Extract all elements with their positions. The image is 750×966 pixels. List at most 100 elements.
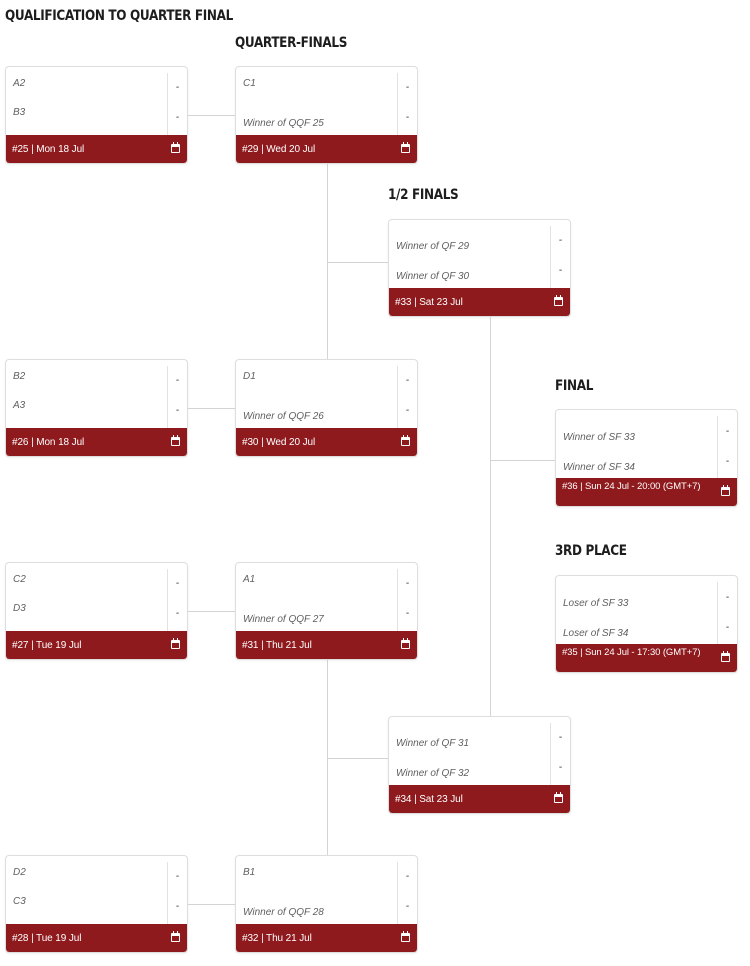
match-card-29[interactable]: C1 Winner of QQF 25 - - #29 | Wed 20 Jul — [235, 66, 418, 164]
score-divider — [397, 569, 398, 633]
team-1-score: - — [558, 235, 563, 246]
team-2-name: C3 — [13, 896, 26, 907]
match-card-28[interactable]: D2 C3 - - #28 | Tue 19 Jul — [5, 855, 188, 953]
team-1-name: D1 — [243, 371, 256, 382]
match-info: #30 | Wed 20 Jul — [242, 437, 316, 448]
team-2-name: Winner of QQF 26 — [243, 411, 324, 422]
match-card-27[interactable]: C2 D3 - - #27 | Tue 19 Jul — [5, 562, 188, 660]
calendar-icon[interactable] — [401, 435, 410, 446]
score-divider — [167, 366, 168, 430]
calendar-icon[interactable] — [401, 931, 410, 942]
third-place-heading: 3RD PLACE — [555, 543, 627, 559]
semi-finals-heading: 1/2 FINALS — [388, 187, 459, 203]
score-divider — [397, 862, 398, 926]
team-2-name: Winner of QQF 28 — [243, 907, 324, 918]
team-2-score: - — [405, 901, 410, 912]
team-2-score: - — [175, 608, 180, 619]
score-divider — [550, 723, 551, 787]
match-info: #34 | Sat 23 Jul — [395, 794, 463, 805]
match-footer: #32 | Thu 21 Jul — [236, 924, 417, 952]
team-1-name: A1 — [243, 574, 256, 585]
team-1-score: - — [405, 578, 410, 589]
team-2-score: - — [175, 405, 180, 416]
calendar-icon[interactable] — [401, 142, 410, 153]
connector-line — [188, 408, 235, 409]
calendar-icon[interactable] — [171, 142, 180, 153]
team-2-name: Loser of SF 34 — [563, 628, 629, 639]
quarter-finals-heading: QUARTER-FINALS — [235, 35, 348, 51]
score-divider — [167, 862, 168, 926]
team-1-score: - — [725, 592, 730, 603]
connector-line — [327, 758, 388, 759]
match-info: #35 | Sun 24 Jul - 17:30 (GMT+7) — [562, 647, 701, 658]
team-1-name: A2 — [13, 78, 26, 89]
team-2-score: - — [725, 456, 730, 467]
match-footer: #26 | Mon 18 Jul — [6, 428, 187, 456]
match-footer: #34 | Sat 23 Jul — [389, 785, 570, 813]
calendar-icon[interactable] — [401, 638, 410, 649]
match-card-30[interactable]: D1 Winner of QQF 26 - - #30 | Wed 20 Jul — [235, 359, 418, 457]
team-2-name: A3 — [13, 400, 26, 411]
match-footer: #30 | Wed 20 Jul — [236, 428, 417, 456]
team-2-score: - — [175, 112, 180, 123]
score-divider — [717, 416, 718, 480]
connector-line — [188, 611, 235, 612]
score-divider — [550, 226, 551, 290]
qualification-heading: QUALIFICATION TO QUARTER FINAL — [5, 8, 233, 24]
team-1-name: Winner of SF 33 — [563, 432, 635, 443]
team-2-name: D3 — [13, 603, 26, 614]
match-card-31[interactable]: A1 Winner of QQF 27 - - #31 | Thu 21 Jul — [235, 562, 418, 660]
match-card-35[interactable]: Loser of SF 33 Loser of SF 34 - - #35 | … — [555, 575, 738, 673]
team-1-score: - — [558, 732, 563, 743]
team-2-name: Winner of SF 34 — [563, 462, 635, 473]
match-info: #29 | Wed 20 Jul — [242, 144, 316, 155]
calendar-icon[interactable] — [554, 295, 563, 306]
team-2-score: - — [558, 265, 563, 276]
final-heading: FINAL — [555, 378, 594, 394]
calendar-icon[interactable] — [171, 931, 180, 942]
connector-line — [327, 164, 328, 359]
team-2-score: - — [405, 112, 410, 123]
team-1-name: Loser of SF 33 — [563, 598, 629, 609]
match-footer: #27 | Tue 19 Jul — [6, 631, 187, 659]
connector-line — [188, 904, 235, 905]
score-divider — [397, 73, 398, 137]
calendar-icon[interactable] — [554, 792, 563, 803]
team-1-score: - — [175, 375, 180, 386]
match-info: #25 | Mon 18 Jul — [12, 144, 85, 155]
team-1-score: - — [405, 871, 410, 882]
team-2-score: - — [405, 608, 410, 619]
match-card-36[interactable]: Winner of SF 33 Winner of SF 34 - - #36 … — [555, 409, 738, 507]
team-1-name: Winner of QF 31 — [396, 738, 470, 749]
calendar-icon[interactable] — [721, 651, 730, 662]
team-1-name: B1 — [243, 867, 256, 878]
calendar-icon[interactable] — [721, 485, 730, 496]
score-divider — [397, 366, 398, 430]
match-footer: #35 | Sun 24 Jul - 17:30 (GMT+7) — [556, 644, 737, 672]
match-info: #27 | Tue 19 Jul — [12, 640, 82, 651]
calendar-icon[interactable] — [171, 435, 180, 446]
match-card-33[interactable]: Winner of QF 29 Winner of QF 30 - - #33 … — [388, 219, 571, 317]
team-2-name: B3 — [13, 107, 26, 118]
team-1-score: - — [725, 426, 730, 437]
match-card-34[interactable]: Winner of QF 31 Winner of QF 32 - - #34 … — [388, 716, 571, 814]
team-2-score: - — [175, 901, 180, 912]
match-footer: #31 | Thu 21 Jul — [236, 631, 417, 659]
match-footer: #33 | Sat 23 Jul — [389, 288, 570, 316]
team-1-score: - — [405, 82, 410, 93]
connector-line — [327, 262, 388, 263]
match-footer: #36 | Sun 24 Jul - 20:00 (GMT+7) — [556, 478, 737, 506]
match-card-32[interactable]: B1 Winner of QQF 28 - - #32 | Thu 21 Jul — [235, 855, 418, 953]
team-1-name: C2 — [13, 574, 26, 585]
connector-line — [188, 115, 235, 116]
team-1-name: Winner of QF 29 — [396, 241, 470, 252]
score-divider — [717, 582, 718, 646]
team-2-name: Winner of QF 30 — [396, 271, 470, 282]
match-info: #32 | Thu 21 Jul — [242, 933, 312, 944]
team-2-score: - — [405, 405, 410, 416]
calendar-icon[interactable] — [171, 638, 180, 649]
team-1-score: - — [175, 578, 180, 589]
match-card-25[interactable]: A2 B3 - - #25 | Mon 18 Jul — [5, 66, 188, 164]
team-1-name: C1 — [243, 78, 256, 89]
match-card-26[interactable]: B2 A3 - - #26 | Mon 18 Jul — [5, 359, 188, 457]
